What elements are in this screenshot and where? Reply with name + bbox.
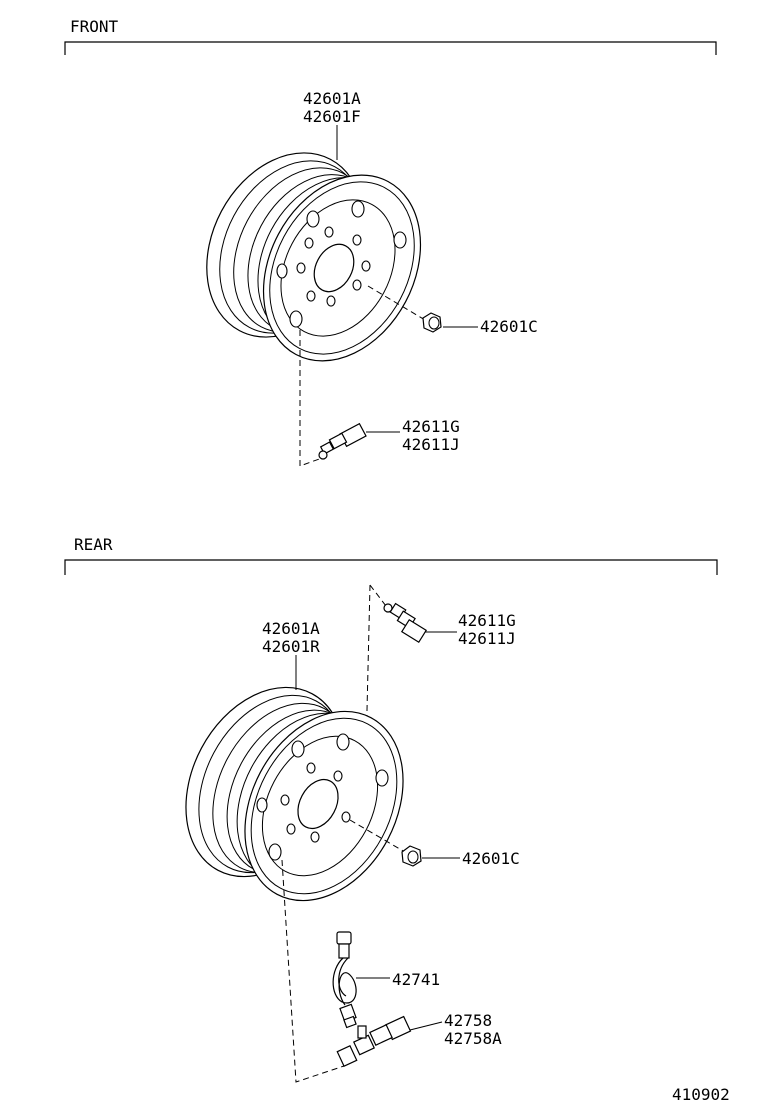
rear-extension-callout: 42741 — [392, 970, 440, 989]
rear-valve-stem-leader — [409, 1021, 443, 1031]
front-nut-dashline — [367, 285, 426, 321]
front-section-title: FRONT — [70, 17, 119, 36]
front-wheel-nut[interactable] — [422, 312, 442, 333]
rear-valve-dashline-b — [365, 584, 371, 753]
rear-wheel[interactable] — [154, 660, 434, 928]
rear-wheel-nut[interactable] — [401, 845, 422, 867]
rear-valve-extension[interactable] — [332, 931, 357, 1029]
rear-extension-dashline — [281, 859, 345, 1083]
rear-valve-stem[interactable] — [336, 1015, 412, 1068]
front-wheel-callout-2: 42601F — [303, 107, 361, 126]
rear-wheel-callout-2: 42601R — [262, 637, 320, 656]
front-wheel[interactable] — [176, 126, 452, 389]
front-valve-callout-1: 42611G — [402, 417, 460, 436]
rear-section-bracket — [64, 559, 718, 575]
rear-valve[interactable] — [383, 602, 428, 644]
rear-valve-callout-1: 42611G — [458, 611, 516, 630]
rear-valve-callout-2: 42611J — [458, 629, 516, 648]
front-wheel-callout-1: 42601A — [303, 89, 361, 108]
rear-section-title: REAR — [74, 535, 113, 554]
rear-valve-stem-callout-1: 42758 — [444, 1011, 492, 1030]
front-nut-callout: 42601C — [480, 317, 538, 336]
rear-nut-dashline — [349, 819, 406, 853]
front-section-bracket — [64, 41, 717, 55]
front-valve-callout-2: 42611J — [402, 435, 460, 454]
rear-nut-callout: 42601C — [462, 849, 520, 868]
rear-valve-stem-callout-2: 42758A — [444, 1029, 502, 1048]
front-valve[interactable] — [318, 422, 367, 460]
rear-valve-dashline-a — [369, 584, 387, 607]
diagram-id: 410902 — [672, 1085, 730, 1104]
front-valve-dashline — [299, 330, 323, 467]
rear-wheel-callout-1: 42601A — [262, 619, 320, 638]
